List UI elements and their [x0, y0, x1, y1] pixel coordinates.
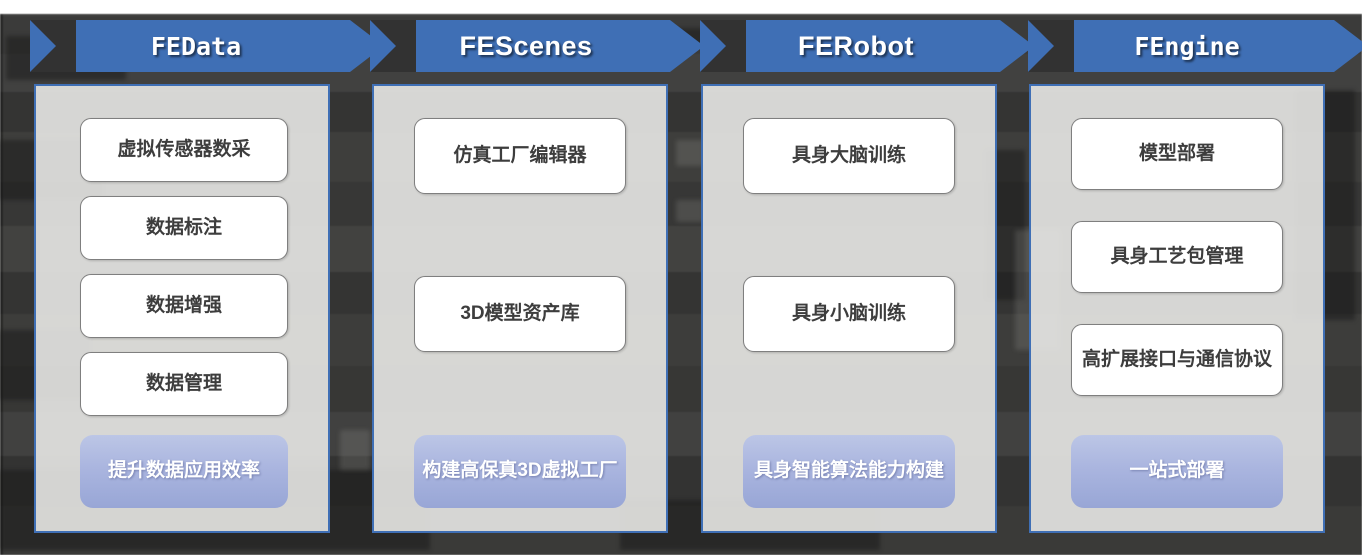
stage-banner-fengine[interactable]: FEngine: [1028, 20, 1334, 72]
background-highlight: [340, 430, 370, 470]
capability-card[interactable]: 数据管理: [80, 352, 288, 416]
capability-card[interactable]: 高扩展接口与通信协议: [1071, 324, 1283, 396]
stage-banner-label: FERobot: [798, 30, 914, 61]
capability-label: 虚拟传感器数采: [117, 139, 251, 161]
stage-banner-fescenes[interactable]: FEScenes: [370, 20, 670, 72]
capability-card[interactable]: 具身小脑训练: [743, 276, 955, 352]
capability-label: 具身工艺包管理: [1110, 246, 1244, 268]
stage-banner-ferobot[interactable]: FERobot: [700, 20, 1000, 72]
outcome-label: 一站式部署: [1129, 460, 1225, 482]
outcome-card[interactable]: 具身智能算法能力构建: [743, 435, 955, 508]
stage-panel-fedata: 虚拟传感器数采 数据标注 数据增强 数据管理 提升数据应用效率: [34, 84, 330, 533]
stage-banner-label: FEData: [150, 31, 242, 61]
capability-label: 具身小脑训练: [791, 303, 906, 325]
stage-panel-ferobot: 具身大脑训练 具身小脑训练 具身智能算法能力构建: [701, 84, 997, 533]
background-highlight: [676, 140, 704, 166]
capability-label: 仿真工厂编辑器: [453, 145, 587, 167]
capability-card[interactable]: 模型部署: [1071, 118, 1283, 190]
capability-label: 高扩展接口与通信协议: [1081, 349, 1272, 371]
stage-panel-fengine: 模型部署 具身工艺包管理 高扩展接口与通信协议 一站式部署: [1029, 84, 1325, 533]
capability-label: 模型部署: [1138, 143, 1215, 165]
capability-card[interactable]: 数据标注: [80, 196, 288, 260]
outcome-label: 提升数据应用效率: [107, 460, 260, 482]
stage-banner-fedata[interactable]: FEData: [30, 20, 350, 72]
capability-label: 数据管理: [145, 373, 222, 395]
background-highlight: [676, 200, 704, 222]
capability-card[interactable]: 仿真工厂编辑器: [414, 118, 626, 194]
capability-card[interactable]: 数据增强: [80, 274, 288, 338]
capability-label: 具身大脑训练: [791, 145, 906, 167]
stage-banner-row: FEData FEScenes FERobot FEngine: [0, 20, 1362, 72]
stage-panel-fescenes: 仿真工厂编辑器 3D模型资产库 构建高保真3D虚拟工厂: [372, 84, 668, 533]
chevron-tip-icon: [670, 20, 704, 72]
outcome-label: 构建高保真3D虚拟工厂: [422, 460, 618, 482]
capability-card[interactable]: 具身工艺包管理: [1071, 221, 1283, 293]
capability-card[interactable]: 具身大脑训练: [743, 118, 955, 194]
capability-label: 3D模型资产库: [460, 303, 580, 325]
outcome-label: 具身智能算法能力构建: [753, 460, 944, 482]
stage-banner-label: FEScenes: [459, 30, 593, 61]
outcome-card[interactable]: 构建高保真3D虚拟工厂: [414, 435, 626, 508]
capability-card[interactable]: 虚拟传感器数采: [80, 118, 288, 182]
capability-label: 数据标注: [145, 217, 222, 239]
chevron-tip-icon: [1334, 20, 1362, 72]
capability-card[interactable]: 3D模型资产库: [414, 276, 626, 352]
outcome-card[interactable]: 提升数据应用效率: [80, 435, 288, 508]
outcome-card[interactable]: 一站式部署: [1071, 435, 1283, 508]
capability-label: 数据增强: [145, 295, 222, 317]
stage-banner-label: FEngine: [1134, 31, 1240, 61]
